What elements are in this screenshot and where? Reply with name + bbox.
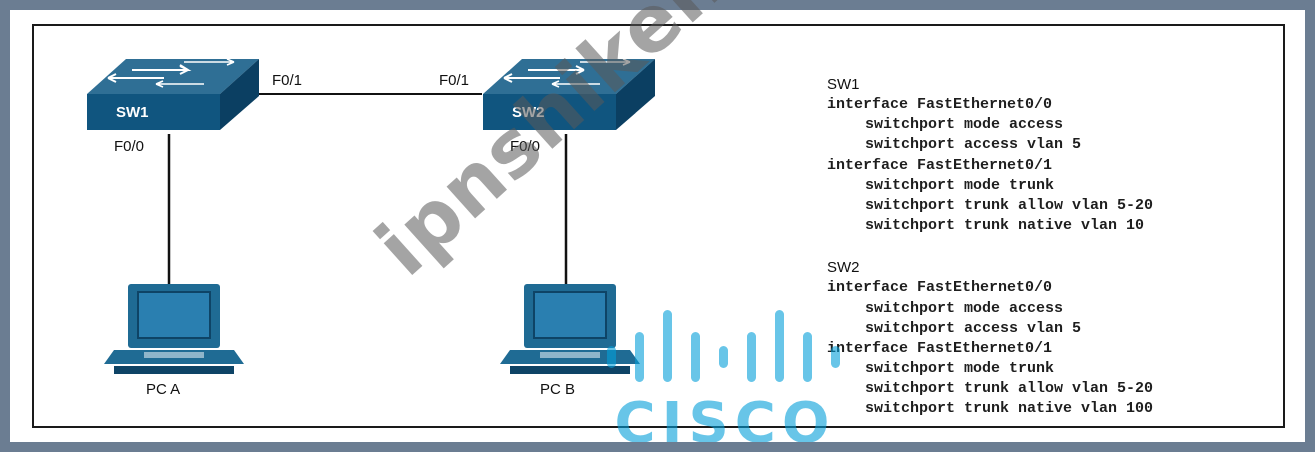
switch-sw1-icon (87, 58, 259, 130)
config-line: switchport access vlan 5 (865, 319, 1082, 337)
sw2-config-title: SW2 (827, 259, 860, 277)
sw1-access-port-label: F0/0 (114, 138, 145, 155)
sw1-config: SW1 interface FastEthernet0/0 switchport… (827, 75, 1287, 236)
config-line: interface FastEthernet0/0 (827, 279, 1053, 297)
pc-b-label: PC B (540, 381, 576, 398)
config-line: switchport trunk allow vlan 5-20 (865, 196, 1154, 214)
diagram-panel: SW1 SW2 F0/1 F0/1 F0/0 F0/0 PC A PC B SW… (32, 24, 1285, 428)
config-line: interface FastEthernet0/1 (827, 156, 1053, 174)
topology-diagram (87, 58, 655, 374)
config-line: switchport mode trunk (865, 360, 1055, 378)
switch-sw2-label: SW2 (512, 104, 545, 121)
pc-a-label: PC A (146, 381, 181, 398)
sw2-access-port-label: F0/0 (510, 138, 541, 155)
switch-sw2-icon (483, 58, 655, 130)
config-listing: SW1 interface FastEthernet0/0 switchport… (827, 75, 1287, 442)
sw2-uplink-port-label: F0/1 (439, 72, 470, 89)
sw1-config-title: SW1 (827, 76, 860, 93)
config-line: switchport mode access (865, 116, 1064, 134)
switch-sw1-label: SW1 (116, 104, 149, 121)
config-line: switchport trunk native vlan 10 (865, 217, 1145, 235)
sw1-uplink-port-label: F0/1 (272, 72, 303, 89)
image-frame: SW1 SW2 F0/1 F0/1 F0/0 F0/0 PC A PC B SW… (10, 0, 1305, 442)
config-line: interface FastEthernet0/0 (827, 96, 1053, 113)
sw2-config: SW2 interface FastEthernet0/0 switchport… (827, 258, 1287, 419)
config-line: switchport trunk allow vlan 5-20 (865, 380, 1154, 398)
config-line: switchport access vlan 5 (865, 136, 1082, 154)
pc-a-icon (104, 284, 244, 374)
config-line: interface FastEthernet0/1 (827, 339, 1053, 357)
config-line: switchport mode trunk (865, 176, 1055, 194)
pc-b-icon (500, 284, 640, 374)
config-line: switchport trunk native vlan 100 (865, 400, 1154, 418)
config-line: switchport mode access (865, 299, 1064, 317)
